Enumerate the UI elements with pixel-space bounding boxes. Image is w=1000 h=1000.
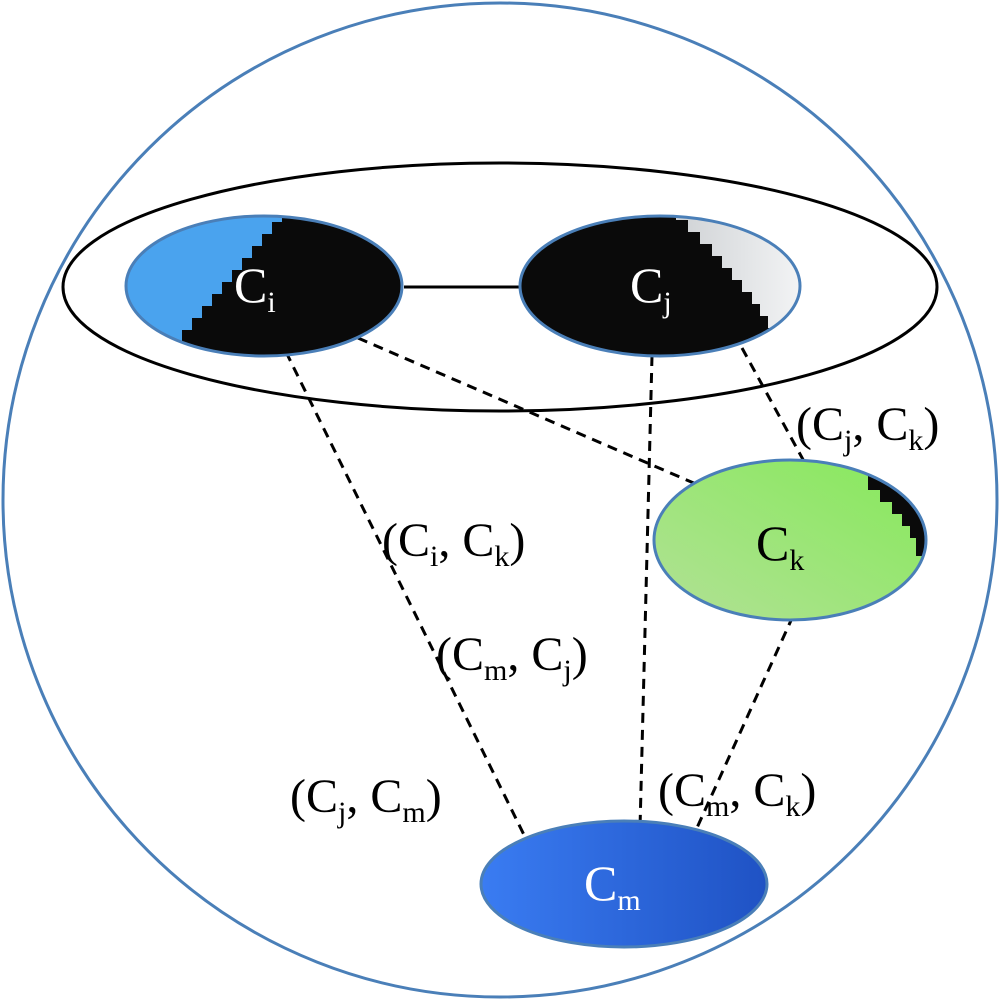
node-ci-label-sub: i: [267, 286, 275, 319]
label-a: C: [306, 770, 338, 823]
label-b-sub: m: [402, 796, 425, 829]
node-cm-label-base: C: [584, 855, 617, 911]
node-cm-base: [479, 819, 769, 949]
node-ci-border: [124, 214, 404, 358]
edge-label-cm-cj: (Cm, Cj): [436, 628, 588, 687]
label-a-sub: j: [843, 424, 852, 457]
label-sep: ,: [438, 514, 462, 567]
label-b-sub: k: [908, 424, 923, 457]
label-a: C: [452, 628, 484, 681]
paren-close: ): [800, 764, 816, 817]
label-sep: ,: [852, 398, 876, 451]
label-b-sub: j: [562, 654, 571, 687]
paren-close: ): [923, 398, 939, 451]
label-b-sub: k: [785, 790, 800, 823]
edge-ci-cm: [284, 351, 530, 844]
node-cj-label: Cj: [630, 257, 672, 319]
paren-close: ): [426, 770, 442, 823]
label-a-sub: j: [337, 796, 346, 829]
node-ck-label-base: C: [756, 515, 789, 571]
node-ck-label: Ck: [756, 515, 804, 577]
node-ci: Ci: [124, 214, 404, 358]
node-ck-base: [654, 460, 926, 620]
node-ck-label-sub: k: [789, 544, 804, 577]
edge-label-cj-ck: (Cj, Ck): [796, 398, 939, 457]
paren-open: (: [658, 764, 674, 817]
edge-cj-ck: [740, 347, 808, 466]
label-b: C: [370, 770, 402, 823]
label-sep: ,: [729, 764, 753, 817]
label-a: C: [398, 514, 430, 567]
paren-close: ): [509, 514, 525, 567]
node-cj-label-base: C: [630, 257, 663, 313]
paren-open: (: [290, 770, 306, 823]
node-cm-label-sub: m: [617, 884, 640, 917]
node-ci-label-base: C: [234, 257, 267, 313]
paren-open: (: [382, 514, 398, 567]
label-b: C: [753, 764, 785, 817]
node-ci-shade: [172, 216, 402, 356]
label-a-sub: m: [706, 790, 729, 823]
paren-close: ): [572, 628, 588, 681]
edge-cj-cm: [638, 355, 654, 829]
label-b: C: [462, 514, 494, 567]
label-a-sub: m: [484, 654, 507, 687]
edge-label-cj-cm: (Cj, Cm): [290, 770, 442, 829]
label-b-sub: k: [494, 540, 509, 573]
edge-ck-cm: [694, 615, 795, 831]
group-ellipse: [61, 161, 939, 413]
label-sep: ,: [507, 628, 531, 681]
edge-ci-ck: [357, 336, 697, 486]
label-a: C: [812, 398, 844, 451]
node-cj-label-sub: j: [662, 286, 671, 319]
paren-open: (: [436, 628, 452, 681]
node-cm: Cm: [479, 819, 769, 949]
node-cm-label: Cm: [584, 855, 641, 917]
label-a-sub: i: [430, 540, 438, 573]
node-cj-border: [518, 214, 802, 358]
label-sep: ,: [346, 770, 370, 823]
node-ck-border: [652, 458, 928, 622]
edge-label-ci-ck: (Ci, Ck): [382, 514, 525, 573]
node-ck: Ck: [652, 458, 928, 622]
label-b: C: [876, 398, 908, 451]
edge-label-cm-ck: (Cm, Ck): [658, 764, 816, 823]
label-b: C: [531, 628, 563, 681]
label-a: C: [674, 764, 706, 817]
paren-open: (: [796, 398, 812, 451]
node-ci-label: Ci: [234, 257, 276, 319]
